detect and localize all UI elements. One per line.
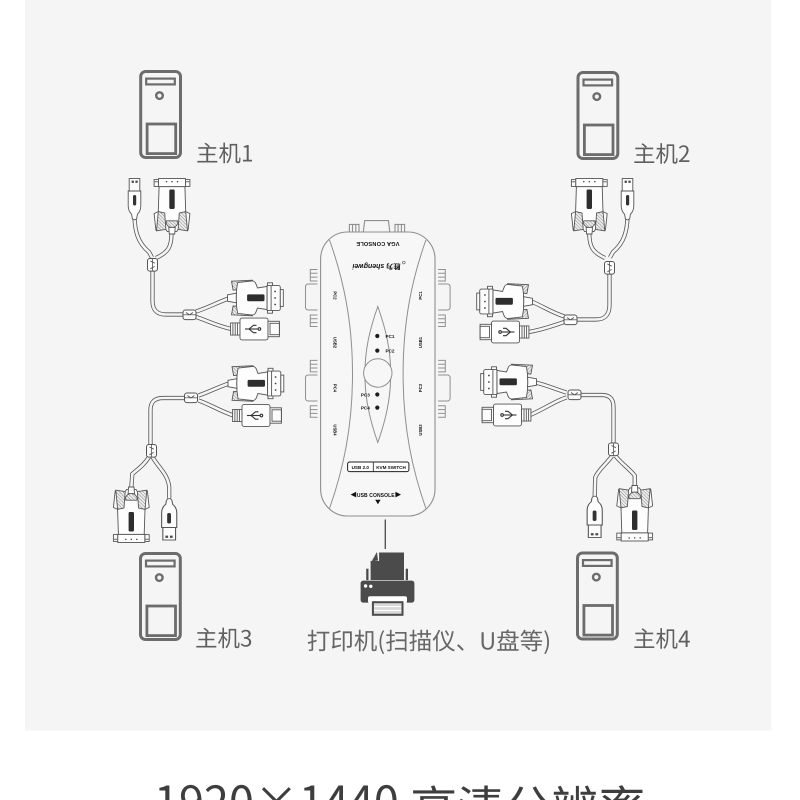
svg-text:PC3: PC3 <box>418 383 423 392</box>
svg-text:VGA CONSOLE: VGA CONSOLE <box>356 240 399 246</box>
svg-text:shengwei: shengwei <box>351 262 384 269</box>
svg-text:USB 2.0: USB 2.0 <box>352 465 370 470</box>
svg-text:PC4: PC4 <box>361 406 370 411</box>
svg-text:PC4: PC4 <box>333 384 338 393</box>
svg-text:PC2: PC2 <box>386 349 395 354</box>
svg-text:PC1: PC1 <box>386 334 395 339</box>
svg-text:PC2: PC2 <box>333 291 338 300</box>
svg-text:USB3: USB3 <box>418 424 423 436</box>
svg-text:PC1: PC1 <box>418 291 423 300</box>
svg-text:USB CONSOLE: USB CONSOLE <box>357 493 395 499</box>
svg-text:KVM SWITCH: KVM SWITCH <box>376 465 406 470</box>
svg-text:PC3: PC3 <box>361 393 370 398</box>
svg-text:USB2: USB2 <box>333 337 338 349</box>
svg-text:USB4: USB4 <box>333 424 338 436</box>
svg-text:USB1: USB1 <box>418 336 423 348</box>
